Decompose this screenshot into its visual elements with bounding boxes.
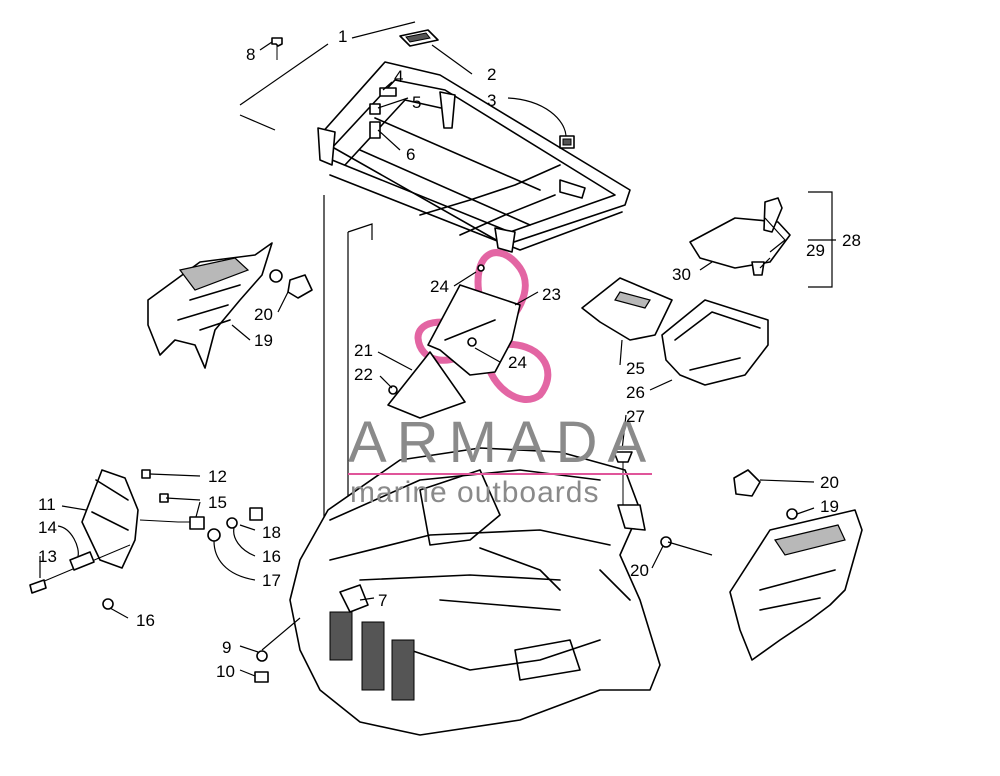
callout-9: 9 <box>222 638 231 657</box>
watermark-tagline: marine outboards <box>350 476 599 509</box>
rack-hardware <box>271 37 575 149</box>
callout-20c: 20 <box>630 561 649 580</box>
callout-20b: 20 <box>820 473 839 492</box>
storage-cover-assembly <box>689 191 833 288</box>
callout-17: 17 <box>262 571 281 590</box>
storage-box-26 <box>661 299 769 386</box>
callout-29: 29 <box>806 241 825 260</box>
callout-11: 11 <box>38 495 56 514</box>
callout-5: 5 <box>412 93 421 112</box>
callout-3: 3 <box>487 91 496 110</box>
callout-4: 4 <box>394 67 403 86</box>
callout-8: 8 <box>246 45 255 64</box>
callout-19b: 19 <box>820 497 839 516</box>
callout-19a: 19 <box>254 331 273 350</box>
watermark-brand: ARMADA <box>348 410 656 475</box>
callout-23: 23 <box>542 285 561 304</box>
callout-21: 21 <box>354 341 373 360</box>
bracket-23 <box>427 264 521 376</box>
callout-24a: 24 <box>430 277 449 296</box>
left-side-panel <box>147 242 273 369</box>
callout-13: 13 <box>38 547 57 566</box>
callout-16b: 16 <box>136 611 155 630</box>
callout-26: 26 <box>626 383 645 402</box>
callout-18: 18 <box>262 523 281 542</box>
rear-rack <box>317 61 631 253</box>
front-body <box>289 447 661 736</box>
headlight-assembly <box>29 469 263 610</box>
heat-shield-21 <box>387 351 466 419</box>
rack-label-plate <box>399 29 439 47</box>
grommet-20-left <box>269 269 313 299</box>
callout-30: 30 <box>672 265 691 284</box>
callout-16a: 16 <box>262 547 281 566</box>
callout-27: 27 <box>626 407 645 426</box>
grommet-20-right <box>660 469 798 548</box>
callout-20a: 20 <box>254 305 273 324</box>
callout-28: 28 <box>842 231 861 250</box>
grommet-27 <box>613 451 646 531</box>
callout-10: 10 <box>216 662 235 681</box>
right-side-panel <box>729 509 863 661</box>
callout-15: 15 <box>208 493 227 512</box>
fasteners-9-10 <box>254 617 301 683</box>
callout-6: 6 <box>406 145 415 164</box>
callout-7: 7 <box>378 591 387 610</box>
callout-24b: 24 <box>508 353 527 372</box>
callout-1: 1 <box>338 27 347 46</box>
callout-2: 2 <box>487 65 496 84</box>
callout-25: 25 <box>626 359 645 378</box>
callout-12: 12 <box>208 467 227 486</box>
storage-lid-25 <box>581 277 673 341</box>
callout-22: 22 <box>354 365 373 384</box>
callout-14: 14 <box>38 518 57 537</box>
